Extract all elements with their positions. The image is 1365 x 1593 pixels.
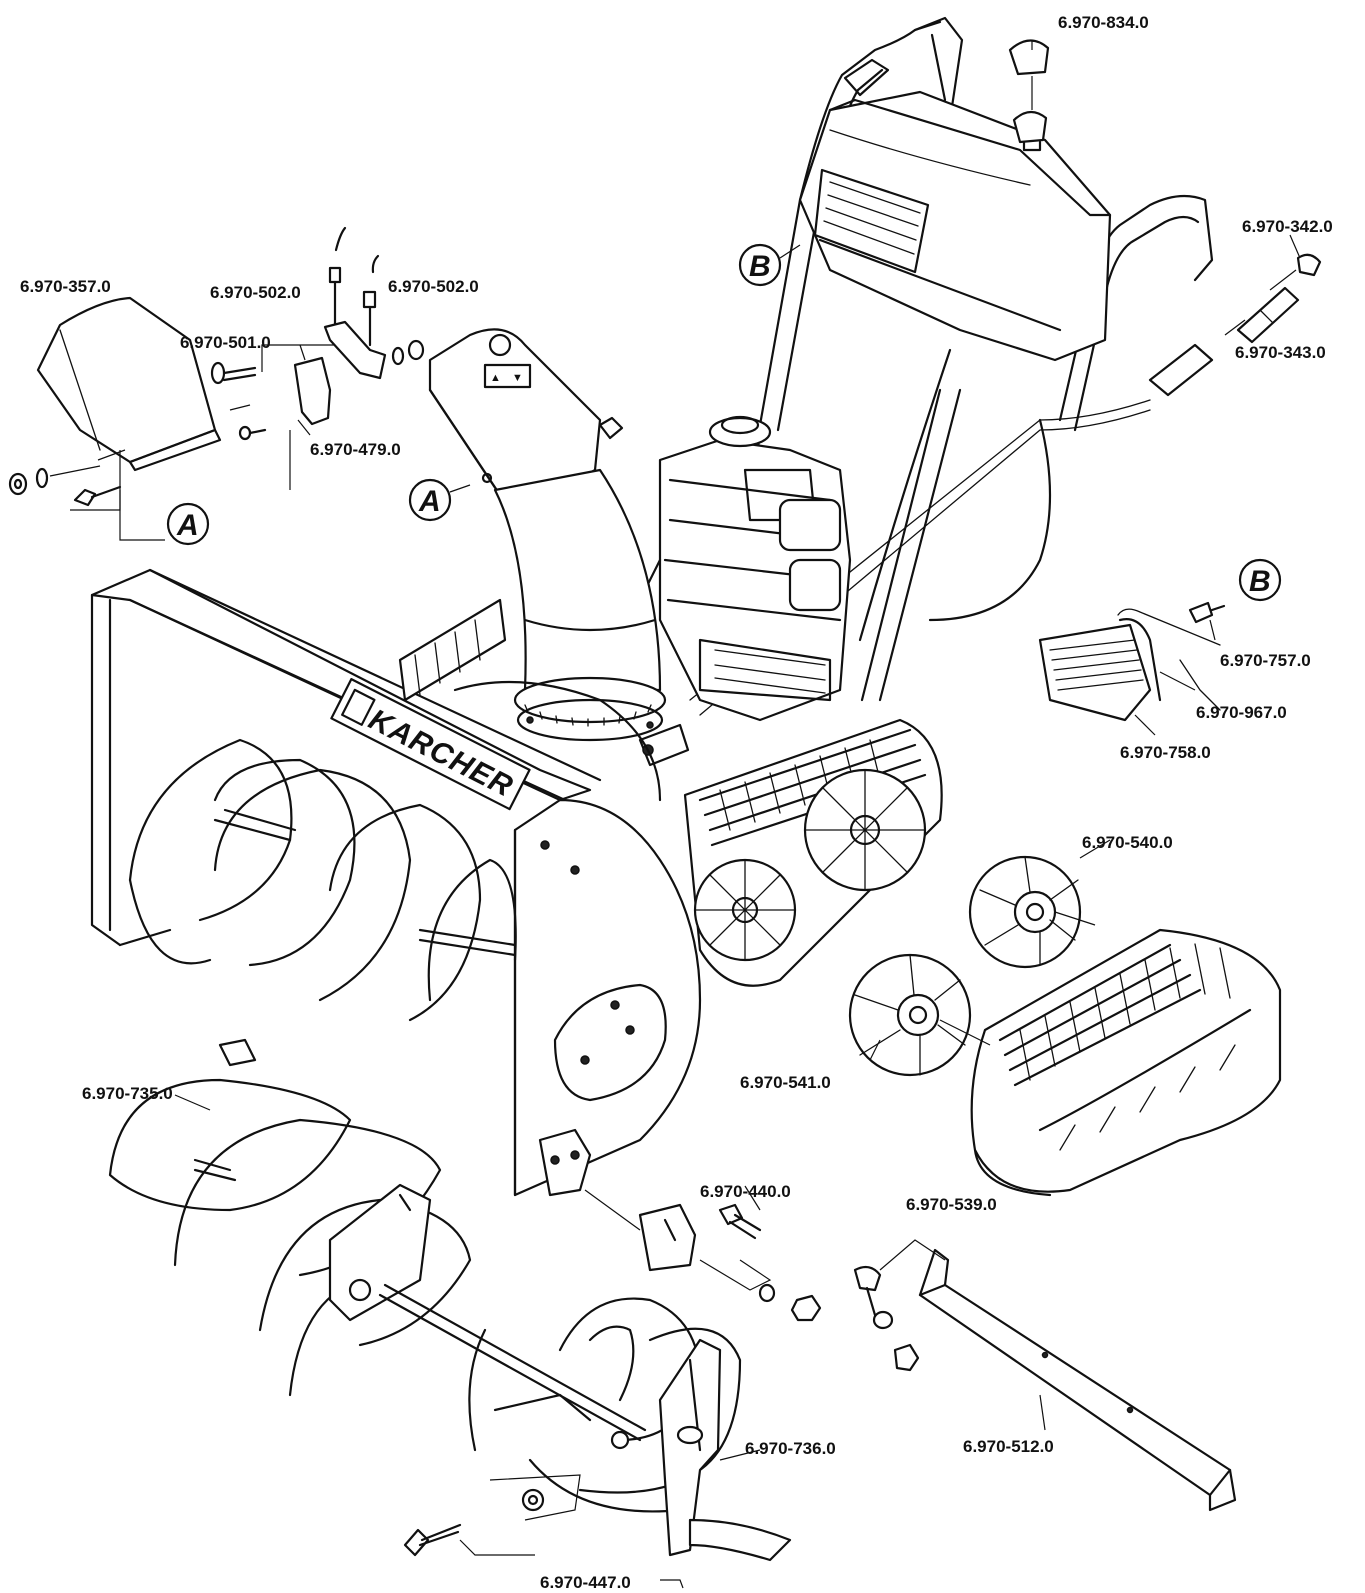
part-label-502-right: 6.970-502.0 bbox=[388, 277, 479, 296]
skid-shoe bbox=[853, 1239, 1237, 1512]
callout-a-left: A bbox=[166, 502, 210, 546]
handle-assembly bbox=[689, 16, 1322, 716]
part-label-447: 6.970-447.0 bbox=[540, 1573, 631, 1592]
part-label-342: 6.970-342.0 bbox=[1242, 217, 1333, 236]
auger-housing: KARCHER bbox=[90, 568, 702, 1197]
part-label-758: 6.970-758.0 bbox=[1120, 743, 1211, 762]
callout-b-light: B bbox=[1238, 558, 1282, 602]
svg-text:A: A bbox=[176, 509, 199, 542]
part-label-541: 6.970-541.0 bbox=[740, 1073, 831, 1092]
part-label-502-left: 6.970-502.0 bbox=[210, 283, 301, 302]
part-label-540: 6.970-540.0 bbox=[1082, 833, 1173, 852]
light-assembly bbox=[1038, 601, 1226, 722]
part-labels: 6.970-834.0 6.970-342.0 6.970-343.0 6.97… bbox=[20, 13, 1333, 1592]
part-label-834: 6.970-834.0 bbox=[1058, 13, 1149, 32]
svg-text:B: B bbox=[1249, 565, 1271, 598]
part-label-479: 6.970-479.0 bbox=[310, 440, 401, 459]
auger-loose bbox=[108, 1038, 792, 1562]
svg-text:A: A bbox=[418, 485, 441, 518]
track-assembly-mounted bbox=[398, 598, 943, 987]
part-label-357: 6.970-357.0 bbox=[20, 277, 111, 296]
svg-text:B: B bbox=[749, 250, 771, 283]
part-label-757: 6.970-757.0 bbox=[1220, 651, 1311, 670]
auger-hardware bbox=[403, 1474, 684, 1589]
callout-a-chute: A bbox=[408, 478, 471, 522]
part-label-967: 6.970-967.0 bbox=[1196, 703, 1287, 722]
chute-control-up: ▲ bbox=[490, 372, 501, 384]
bracket-hardware bbox=[538, 1128, 822, 1322]
part-label-343: 6.970-343.0 bbox=[1235, 343, 1326, 362]
engine bbox=[636, 415, 852, 722]
track-loose bbox=[970, 928, 1282, 1197]
wheel-541 bbox=[848, 953, 991, 1077]
part-label-735: 6.970-735.0 bbox=[82, 1084, 173, 1103]
part-label-501: 6.970-501.0 bbox=[180, 333, 271, 352]
wheel-540 bbox=[968, 855, 1096, 969]
deflector-hardware bbox=[8, 361, 267, 511]
discharge-chute: ▲ ▼ bbox=[428, 328, 690, 767]
chute-deflector bbox=[36, 296, 222, 541]
part-label-512: 6.970-512.0 bbox=[963, 1437, 1054, 1456]
part-label-539: 6.970-539.0 bbox=[906, 1195, 997, 1214]
cable-bracket bbox=[261, 226, 425, 490]
part-label-440: 6.970-440.0 bbox=[700, 1182, 791, 1201]
chute-control-down: ▼ bbox=[512, 372, 523, 384]
leader-lines bbox=[174, 40, 1301, 1461]
part-label-736: 6.970-736.0 bbox=[745, 1439, 836, 1458]
callout-b-handle: B bbox=[738, 243, 801, 287]
